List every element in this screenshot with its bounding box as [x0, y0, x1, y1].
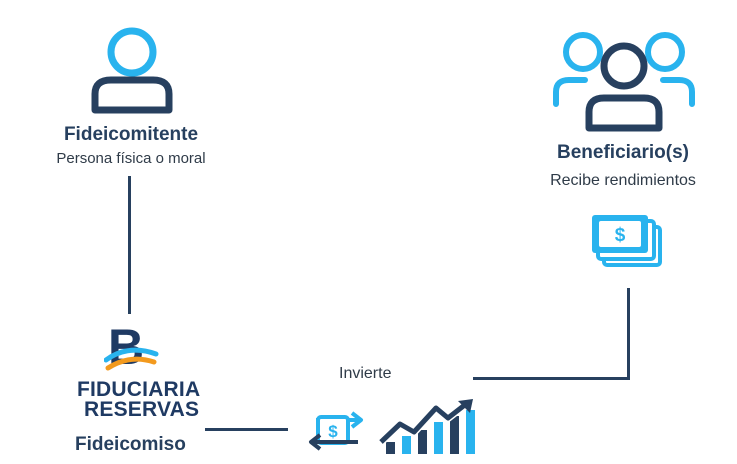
- fideicomitente-title: Fideicomitente: [63, 124, 199, 145]
- money-stack-icon: $: [592, 215, 662, 267]
- exchange-money-symbol: $: [328, 422, 338, 441]
- invierte-label: Invierte: [339, 365, 392, 382]
- exchange-money-icon: $: [309, 411, 363, 451]
- money-stack-symbol: $: [615, 225, 626, 246]
- fideicomiso-caption: Fideicomiso: [75, 434, 186, 455]
- beneficiario-subtitle: Recibe rendimientos: [550, 172, 696, 189]
- connector-fiduciaria-to-exchange: [205, 428, 288, 431]
- fiduciaria-name-line1: FIDUCIARIA: [77, 378, 201, 401]
- connector-fideicomitente-to-fiduciaria: [128, 176, 131, 314]
- fiduciaria-name-line2: RESERVAS: [84, 398, 200, 421]
- beneficiario-title: Beneficiario(s): [557, 142, 689, 163]
- connector-vertical-beneficiario: [627, 288, 630, 380]
- growth-chart-icon: [378, 399, 475, 454]
- fiduciaria-logo-icon: B: [104, 320, 159, 374]
- fideicomitente-subtitle: Persona física o moral: [56, 150, 206, 167]
- group-icon: [553, 32, 695, 132]
- connector-horizontal-beneficiario: [473, 377, 630, 380]
- person-icon: [91, 27, 173, 114]
